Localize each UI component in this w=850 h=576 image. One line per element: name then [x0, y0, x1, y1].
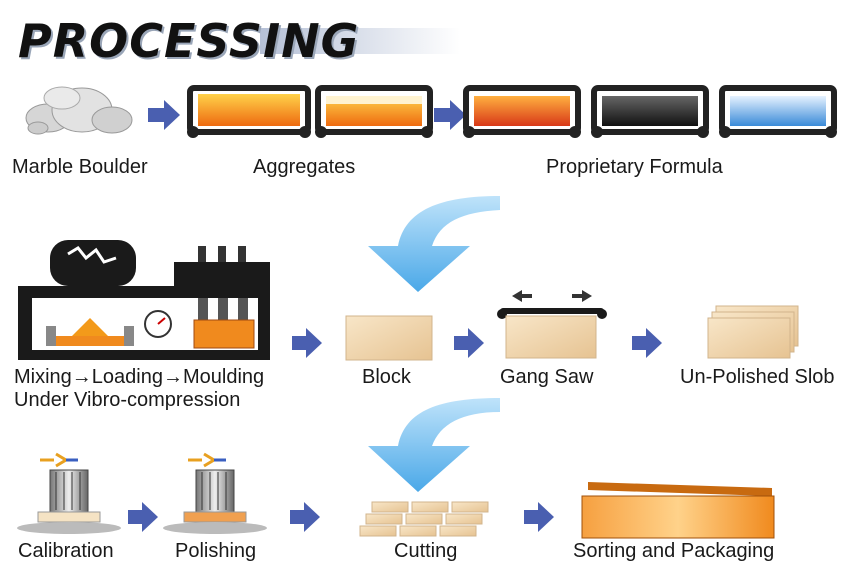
arrow-icon — [434, 100, 466, 130]
calibration-machine-icon — [17, 452, 121, 534]
page-title: PROCESSING — [18, 14, 360, 68]
arrow-icon — [292, 328, 322, 358]
arrow-icon — [128, 502, 158, 532]
conveyor-bin-icon — [315, 85, 433, 138]
unpolished-slab-icon — [707, 305, 799, 359]
label-mixing-line1: Mixing→Loading→Moulding — [14, 366, 265, 388]
label-mixing-line2: Under Vibro-compression — [14, 389, 241, 411]
conveyor-bin-icon — [187, 85, 311, 138]
label-block: Block — [362, 366, 411, 388]
gang-saw-icon — [497, 290, 607, 359]
conveyor-bin-icon — [463, 85, 581, 138]
arrow-icon — [454, 328, 484, 358]
arrow-icon — [632, 328, 662, 358]
label-aggregates: Aggregates — [253, 156, 356, 178]
label-sorting-packaging: Sorting and Packaging — [573, 540, 775, 562]
marble-boulder-icon — [25, 86, 133, 135]
package-box-icon — [581, 482, 775, 539]
label-unpolished-slob: Un-Polished Slob — [680, 366, 835, 388]
block-slab-icon — [345, 315, 433, 361]
arrow-icon — [524, 502, 554, 532]
arrow-icon — [290, 502, 320, 532]
label-marble-boulder: Marble Boulder — [12, 156, 148, 178]
mixing-machine-icon — [18, 240, 270, 360]
conveyor-bin-icon — [719, 85, 837, 138]
title-streak — [260, 28, 460, 54]
polishing-machine-icon — [163, 452, 267, 534]
label-cutting: Cutting — [394, 540, 458, 562]
label-gang-saw: Gang Saw — [500, 366, 594, 388]
label-polishing: Polishing — [175, 540, 257, 562]
big-down-arrow-icon — [368, 398, 500, 492]
cut-tiles-icon — [359, 501, 489, 537]
big-down-arrow-icon — [368, 196, 500, 292]
conveyor-bin-icon — [591, 85, 709, 138]
label-proprietary-formula: Proprietary Formula — [546, 156, 723, 178]
label-calibration: Calibration — [18, 540, 114, 562]
arrow-icon — [148, 100, 180, 130]
